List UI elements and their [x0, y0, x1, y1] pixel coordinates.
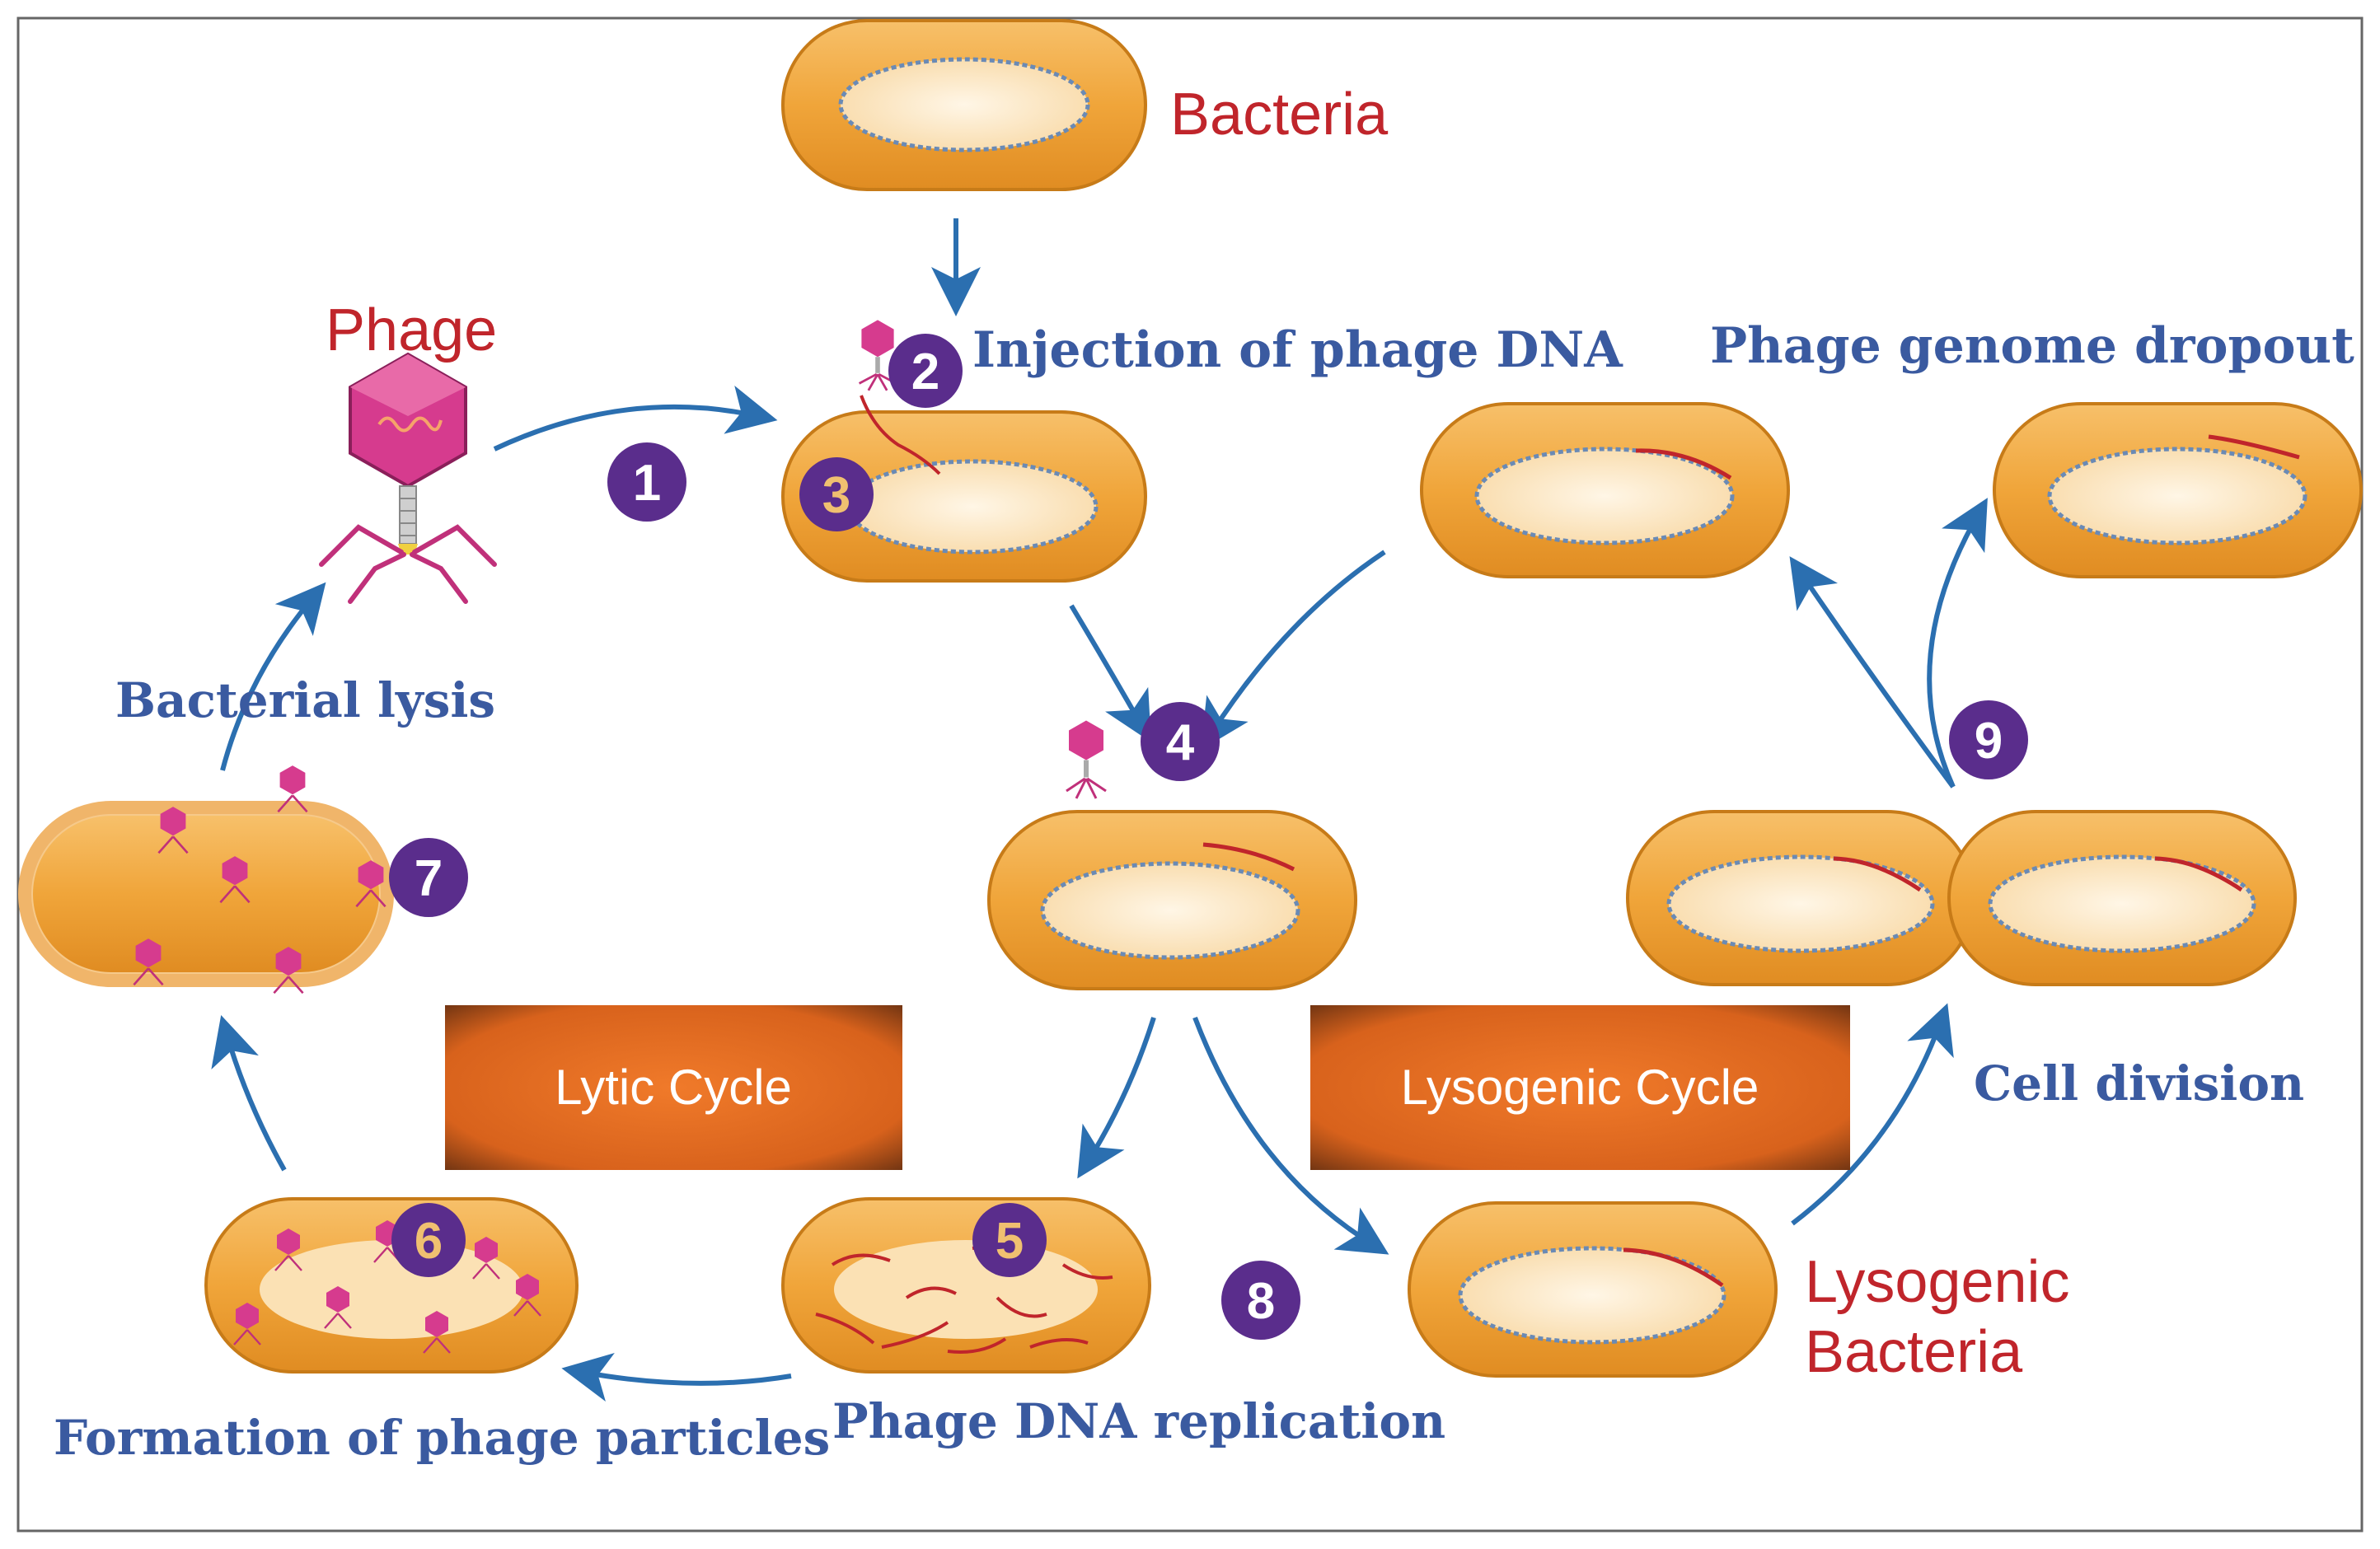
- arrow-division-to-top-middle: [1789, 556, 1956, 789]
- step-badge-9: 9: [1949, 700, 2028, 779]
- step-badge-8: 8: [1221, 1261, 1300, 1340]
- arrow-formation-to-lysis: [211, 1014, 287, 1172]
- step-badge-6: 6: [391, 1203, 466, 1277]
- label-injection: Injection of phage DNA: [972, 321, 1623, 379]
- svg-text:6: 6: [415, 1213, 443, 1270]
- cell-injection: [781, 395, 1147, 583]
- svg-text:9: 9: [1975, 713, 2003, 770]
- cell-bacteria-top: [781, 19, 1147, 191]
- svg-text:2: 2: [911, 344, 939, 400]
- label-lysogenic-bacteria-line1: Lysogenic: [1805, 1249, 2070, 1315]
- cell-genome-dropout: [1993, 402, 2363, 578]
- label-dna-replication: Phage DNA replication: [832, 1393, 1445, 1449]
- arrow-to-replication: [1077, 1017, 1156, 1179]
- lysogenic-cycle-label: Lysogenic Cycle: [1401, 1060, 1759, 1115]
- phage-icon-small-injection: [858, 320, 897, 391]
- svg-text:1: 1: [633, 455, 661, 512]
- step-badge-1: 1: [607, 442, 686, 522]
- step-badge-2: 2: [888, 334, 963, 408]
- arrow-lysogenic-to-division: [1791, 1003, 1954, 1226]
- arrow-to-cell4-right: [1201, 550, 1386, 751]
- phage-icon-large: [319, 352, 497, 604]
- cell-dividing: [1626, 810, 2297, 986]
- label-bacterial-lysis: Bacterial lysis: [115, 672, 495, 728]
- label-phage: Phage: [326, 297, 497, 363]
- label-cell-division: Cell division: [1974, 1055, 2304, 1111]
- svg-text:5: 5: [996, 1213, 1024, 1270]
- cell-center: [987, 810, 1357, 990]
- svg-text:3: 3: [822, 467, 850, 524]
- cell-lysis: [18, 801, 394, 987]
- step-badges: 1 2 3 4 5 6 7 8 9: [389, 334, 2028, 1340]
- svg-text:8: 8: [1247, 1273, 1275, 1330]
- arrow-replication-to-formation: [561, 1353, 792, 1402]
- flow-arrows: [211, 218, 1988, 1402]
- svg-text:4: 4: [1166, 714, 1195, 771]
- step-badge-5: 5: [972, 1203, 1047, 1277]
- cell-prophage-top: [1420, 402, 1790, 578]
- phage-icon-small-center: [1066, 720, 1107, 799]
- lytic-cycle-box: Lytic Cycle: [445, 1005, 902, 1170]
- svg-text:7: 7: [415, 850, 443, 907]
- lysogenic-cycle-box: Lysogenic Cycle: [1310, 1005, 1850, 1170]
- label-bacteria: Bacteria: [1170, 82, 1389, 147]
- label-lysogenic-bacteria-line2: Bacteria: [1805, 1319, 2023, 1385]
- lytic-cycle-label: Lytic Cycle: [555, 1060, 792, 1115]
- cell-lysogenic-bacteria: [1408, 1201, 1778, 1378]
- arrow-division-to-dropout: [1927, 498, 1988, 789]
- step-badge-3: 3: [799, 457, 874, 531]
- label-genome-dropout: Phage genome dropout: [1710, 317, 2354, 375]
- step-badge-7: 7: [389, 838, 468, 917]
- arrow-to-lysogenic: [1192, 1016, 1389, 1255]
- label-formation-particles: Formation of phage particles: [54, 1410, 830, 1466]
- step-badge-4: 4: [1141, 702, 1220, 781]
- phage-cluster-lysis: [133, 765, 387, 994]
- arrow-lysis-to-phage: [220, 582, 326, 771]
- arrow-step1: [493, 386, 778, 452]
- arrow-to-cell4-left: [1069, 604, 1151, 742]
- cell-dna-replication: [781, 1197, 1151, 1374]
